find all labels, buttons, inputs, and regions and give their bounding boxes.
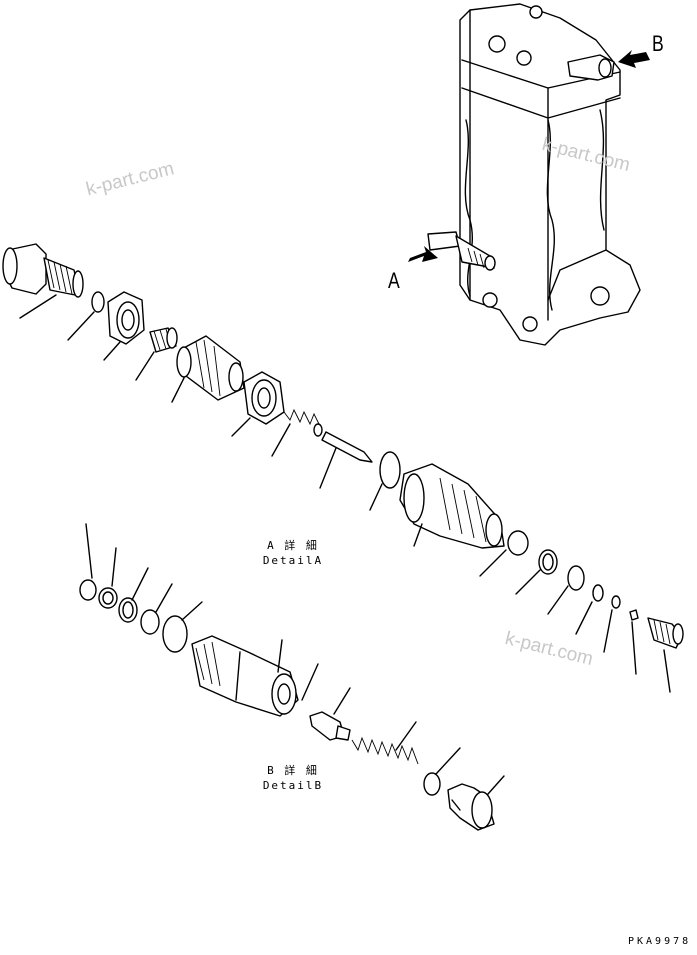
detail-b-parts <box>79 523 505 831</box>
detail-a-title: A 詳 細 <box>267 539 319 552</box>
arrow-b-icon <box>618 50 650 68</box>
callout-label-b: B <box>652 31 664 56</box>
detail-b-title: B 詳 細 <box>267 764 319 777</box>
figure-code: PKA9978 <box>628 936 692 947</box>
detail-a-subtitle: DetailA <box>262 554 324 567</box>
detail-a-parts <box>2 243 684 693</box>
detail-a-caption: A 詳 細 DetailA <box>248 538 338 568</box>
detail-b-subtitle: DetailB <box>262 779 324 792</box>
valve-block <box>427 3 641 346</box>
detail-b-caption: B 詳 細 DetailB <box>248 763 338 793</box>
arrow-a-icon <box>408 246 438 262</box>
callout-label-a: A <box>388 268 400 293</box>
